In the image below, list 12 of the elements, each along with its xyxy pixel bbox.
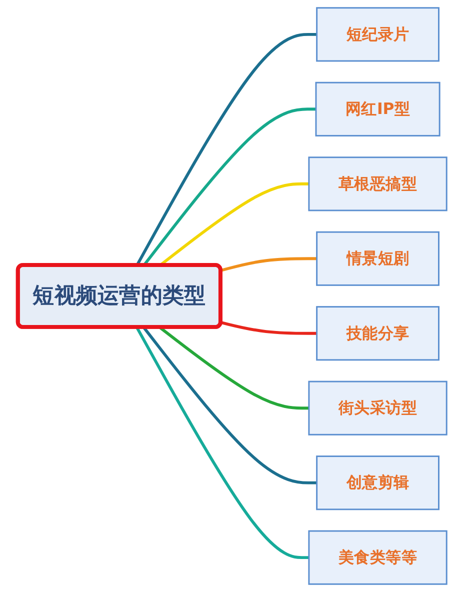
node-box: 网红IP型: [316, 82, 441, 136]
node-box: 美食类等等: [308, 530, 448, 585]
connector: [136, 326, 310, 560]
connector: [159, 326, 310, 410]
node-box: 短纪录片: [316, 7, 440, 62]
connector: [220, 321, 318, 335]
node-box: 技能分享: [316, 306, 440, 361]
node-box: 草根恶搞型: [308, 156, 448, 212]
connector: [220, 257, 318, 272]
node-box: 创意剪辑: [316, 456, 440, 510]
node-box: 街头采访型: [308, 380, 448, 436]
connector: [142, 326, 318, 484]
